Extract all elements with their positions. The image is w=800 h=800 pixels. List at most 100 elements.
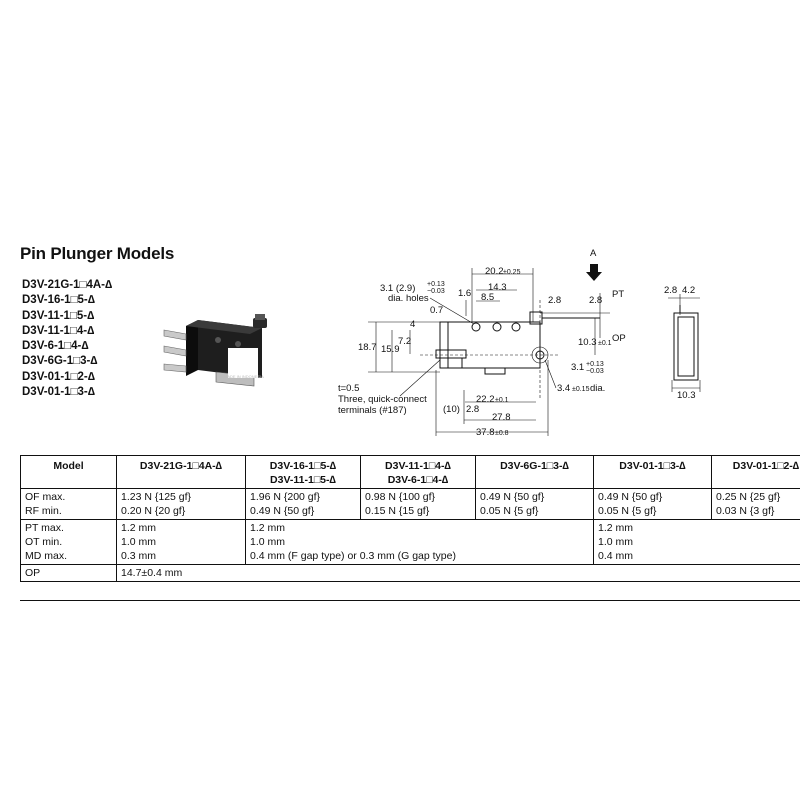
photo-marking: MADE IN INDONESIA (224, 374, 264, 379)
cell-line: 0.3 mm (121, 550, 157, 562)
table-cell: 0.25 N {25 gf} 0.03 N {3 gf} (711, 488, 800, 520)
dim-3-4: 3.4 (557, 383, 570, 394)
dim-8-5: 8.5 (481, 292, 494, 303)
dim-2-8a: 2.8 (548, 295, 561, 306)
table-cell: 14.7±0.4 mm (116, 564, 800, 582)
cell-line: 1.2 mm (250, 522, 286, 534)
side-dim-4-2: 4.2 (682, 285, 695, 296)
model-list-item: D3V-6-1□4-∆ (22, 340, 89, 353)
dim-15-9: 15.9 (381, 344, 400, 355)
dim-22-2: 22.2 (476, 394, 495, 405)
dim-7-2: 7.2 (398, 336, 411, 347)
cell-line: 0.20 N {20 gf} (121, 505, 186, 517)
tol-22-2: ±0.1 (495, 397, 509, 404)
switch-photo: MADE IN INDONESIA (163, 314, 267, 387)
row-label: OP (20, 564, 117, 582)
col-header: D3V-01-1□2-∆ (711, 455, 800, 489)
row-label-line: OF max. (25, 491, 66, 503)
col-header-line: D3V-16-1□5-∆ (269, 460, 337, 472)
model-list-item: D3V-6G-1□3-∆ (22, 355, 98, 368)
dim-10-3a: 10.3 (578, 337, 597, 348)
view-label: A (590, 248, 597, 259)
bottom-rule (20, 600, 800, 601)
col-header-line: D3V-11-1□5-∆ (270, 474, 336, 486)
cell-line: 1.0 mm (250, 536, 286, 548)
dim-37-8: 37.8 (476, 427, 495, 438)
table-cell: 1.96 N {200 gf} 0.49 N {50 gf} (245, 488, 361, 520)
cell-line: 0.05 N {5 gf} (480, 505, 539, 517)
dim-27-8: 27.8 (492, 412, 511, 423)
col-header: D3V-01-1□3-∆ (593, 455, 712, 489)
model-list-item: D3V-11-1□5-∆ (22, 309, 95, 322)
cell-line: 0.49 N {50 gf} (598, 491, 663, 503)
table-cell: 0.49 N {50 gf} 0.05 N {5 gf} (593, 488, 712, 520)
col-header: D3V-6G-1□3-∆ (475, 455, 594, 489)
table-cell: 1.2 mm 1.0 mm 0.4 mm (F gap type) or 0.3 m… (245, 519, 594, 565)
cell-line: 1.2 mm (121, 522, 157, 534)
model-list-item: D3V-01-1□3-∆ (22, 386, 95, 399)
col-header-line: D3V-11-1□4-∆ (385, 460, 451, 472)
table-cell: 0.98 N {100 gf} 0.15 N {15 gf} (360, 488, 476, 520)
tol-20-2: ±0.25 (503, 269, 521, 276)
cell-line: 1.23 N {125 gf} (121, 491, 192, 503)
thickness-note: t=0.5 (338, 383, 359, 394)
table-row: OP 14.7±0.4 mm (20, 564, 800, 582)
cell-line: 0.4 mm (598, 550, 634, 562)
model-list: D3V-21G-1□4A-∆ D3V-16-1□5-∆ D3V-11-1□5-∆… (22, 278, 112, 400)
model-list-item: D3V-16-1□5-∆ (22, 294, 95, 307)
cell-line: 0.05 N {5 gf} (598, 505, 657, 517)
hole-label: dia. holes (388, 293, 429, 304)
section-title: Pin Plunger Models (20, 244, 175, 263)
dim-2-8b: 2.8 (589, 295, 602, 306)
view-arrow-icon (586, 264, 602, 281)
cell-line: 0.98 N {100 gf} (365, 491, 436, 503)
table-header-row: Model D3V-21G-1□4A-∆ D3V-16-1□5-∆ D3V-11… (20, 455, 800, 489)
op-label: OP (612, 333, 626, 344)
dim-10: (10) (443, 404, 460, 415)
row-label-line: PT max. (25, 522, 64, 534)
side-dim-10-3: 10.3 (677, 390, 696, 401)
side-dim-2-8: 2.8 (664, 285, 677, 296)
hole-dim: 3.1 (2.9) (380, 283, 415, 294)
col-header: D3V-16-1□5-∆ D3V-11-1□5-∆ (245, 455, 361, 489)
dim-4: 4 (410, 319, 415, 330)
dim-14-3: 14.3 (488, 282, 507, 293)
cell-line: 0.03 N {3 gf} (716, 505, 775, 517)
row-label: PT max. OT min. MD max. (20, 519, 117, 565)
tol-3-4: ±0.15 (572, 386, 590, 393)
dim-20-2: 20.2 (485, 266, 504, 277)
pt-label: PT (612, 289, 624, 300)
col-header: D3V-11-1□4-∆ D3V-6-1□4-∆ (360, 455, 476, 489)
col-header: D3V-21G-1□4A-∆ (116, 455, 246, 489)
dim-0-7: 0.7 (430, 305, 443, 316)
table-cell: 1.23 N {125 gf} 0.20 N {20 gf} (116, 488, 246, 520)
tol-3-1-top: +0.13 (586, 361, 604, 368)
terminal-note-2: terminals (#187) (338, 405, 407, 416)
dim-3-1: 3.1 (571, 362, 584, 373)
model-list-item: D3V-11-1□4-∆ (22, 324, 95, 337)
model-list-item: D3V-01-1□2-∆ (22, 370, 95, 383)
row-label: OF max. RF min. (20, 488, 117, 520)
cell-line: 0.25 N {25 gf} (716, 491, 781, 503)
cell-line: 0.49 N {50 gf} (480, 491, 545, 503)
row-label-line: RF min. (25, 505, 62, 517)
table-cell: 0.49 N {50 gf} 0.05 N {5 gf} (475, 488, 594, 520)
cell-line: 1.96 N {200 gf} (250, 491, 321, 503)
cell-line: 0.49 N {50 gf} (250, 505, 315, 517)
cell-line: 1.0 mm (598, 536, 634, 548)
model-list-item: D3V-21G-1□4A-∆ (22, 279, 113, 291)
cell-line: 0.15 N {15 gf} (365, 505, 430, 517)
row-label-line: OT min. (25, 536, 63, 548)
table-row: OF max. RF min. 1.23 N {125 gf} 0.20 N {2… (20, 488, 800, 520)
dim-3-4-suffix: dia. (590, 383, 605, 394)
hole-tol-top: +0.13 (427, 281, 445, 288)
hole-tol-bottom: −0.03 (427, 288, 445, 295)
dim-18-7: 18.7 (358, 342, 377, 353)
col-header: Model (20, 455, 117, 489)
spec-table: Model D3V-21G-1□4A-∆ D3V-16-1□5-∆ D3V-11… (20, 455, 800, 582)
cell-line: 0.4 mm (F gap type) or 0.3 mm (G gap typ… (250, 550, 456, 562)
